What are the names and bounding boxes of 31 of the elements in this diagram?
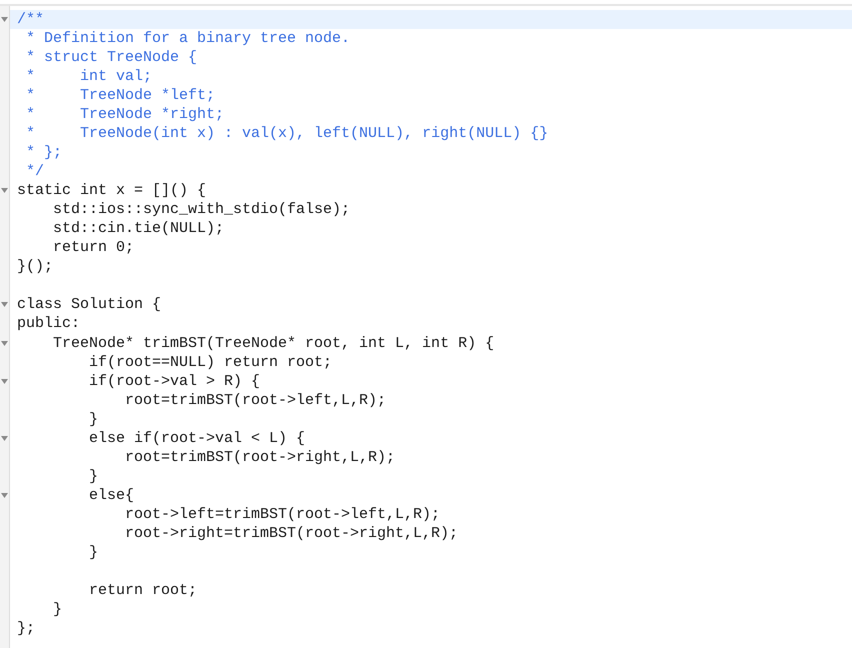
code-comment-line: * int val; bbox=[26, 67, 152, 86]
code-line: if(root->val > R) { bbox=[89, 372, 260, 391]
code-line: root->left=trimBST(root->left,L,R); bbox=[125, 504, 440, 524]
code-comment-line: * TreeNode *right; bbox=[26, 105, 224, 124]
code-line: root->right=trimBST(root->right,L,R); bbox=[125, 524, 458, 543]
code-line: TreeNode* trimBST(TreeNode* root, int L, int R) { bbox=[53, 334, 494, 352]
code-comment-line: /** bbox=[17, 10, 44, 29]
code-line: std::cin.tie(NULL); bbox=[53, 219, 224, 238]
code-line: class Solution { bbox=[17, 295, 162, 314]
code-comment-line: * TreeNode *left; bbox=[26, 86, 216, 106]
code-comment-line: * Definition for a binary tree node. bbox=[26, 29, 350, 48]
code-line: else if(root->val < L) { bbox=[89, 428, 306, 448]
code-line: static int x = []() { bbox=[17, 181, 206, 200]
code-line: } bbox=[89, 542, 98, 562]
code-line: return 0; bbox=[53, 238, 134, 258]
code-line: root=trimBST(root->right,L,R); bbox=[125, 448, 396, 467]
code-line: if(root==NULL) return root; bbox=[89, 352, 332, 372]
code-line: }; bbox=[17, 618, 36, 638]
code-line: std::ios::sync_with_stdio(false); bbox=[53, 200, 350, 220]
code-line: } bbox=[53, 600, 62, 619]
code-line: }(); bbox=[17, 257, 54, 276]
code-comment-line: * TreeNode(int x) : val(x), left(NULL), right(NULL) {} bbox=[26, 124, 548, 144]
code-line: } bbox=[89, 466, 98, 486]
code-comment-line: */ bbox=[26, 162, 44, 182]
code-comment-line: * }; bbox=[26, 143, 62, 162]
code-line: else{ bbox=[89, 486, 134, 505]
code-line: root=trimBST(root->left,L,R); bbox=[125, 390, 386, 410]
code-line: } bbox=[89, 410, 98, 429]
code-line: public: bbox=[17, 314, 80, 334]
code-line: return root; bbox=[89, 580, 198, 600]
code-comment-line: * struct TreeNode { bbox=[26, 48, 198, 68]
